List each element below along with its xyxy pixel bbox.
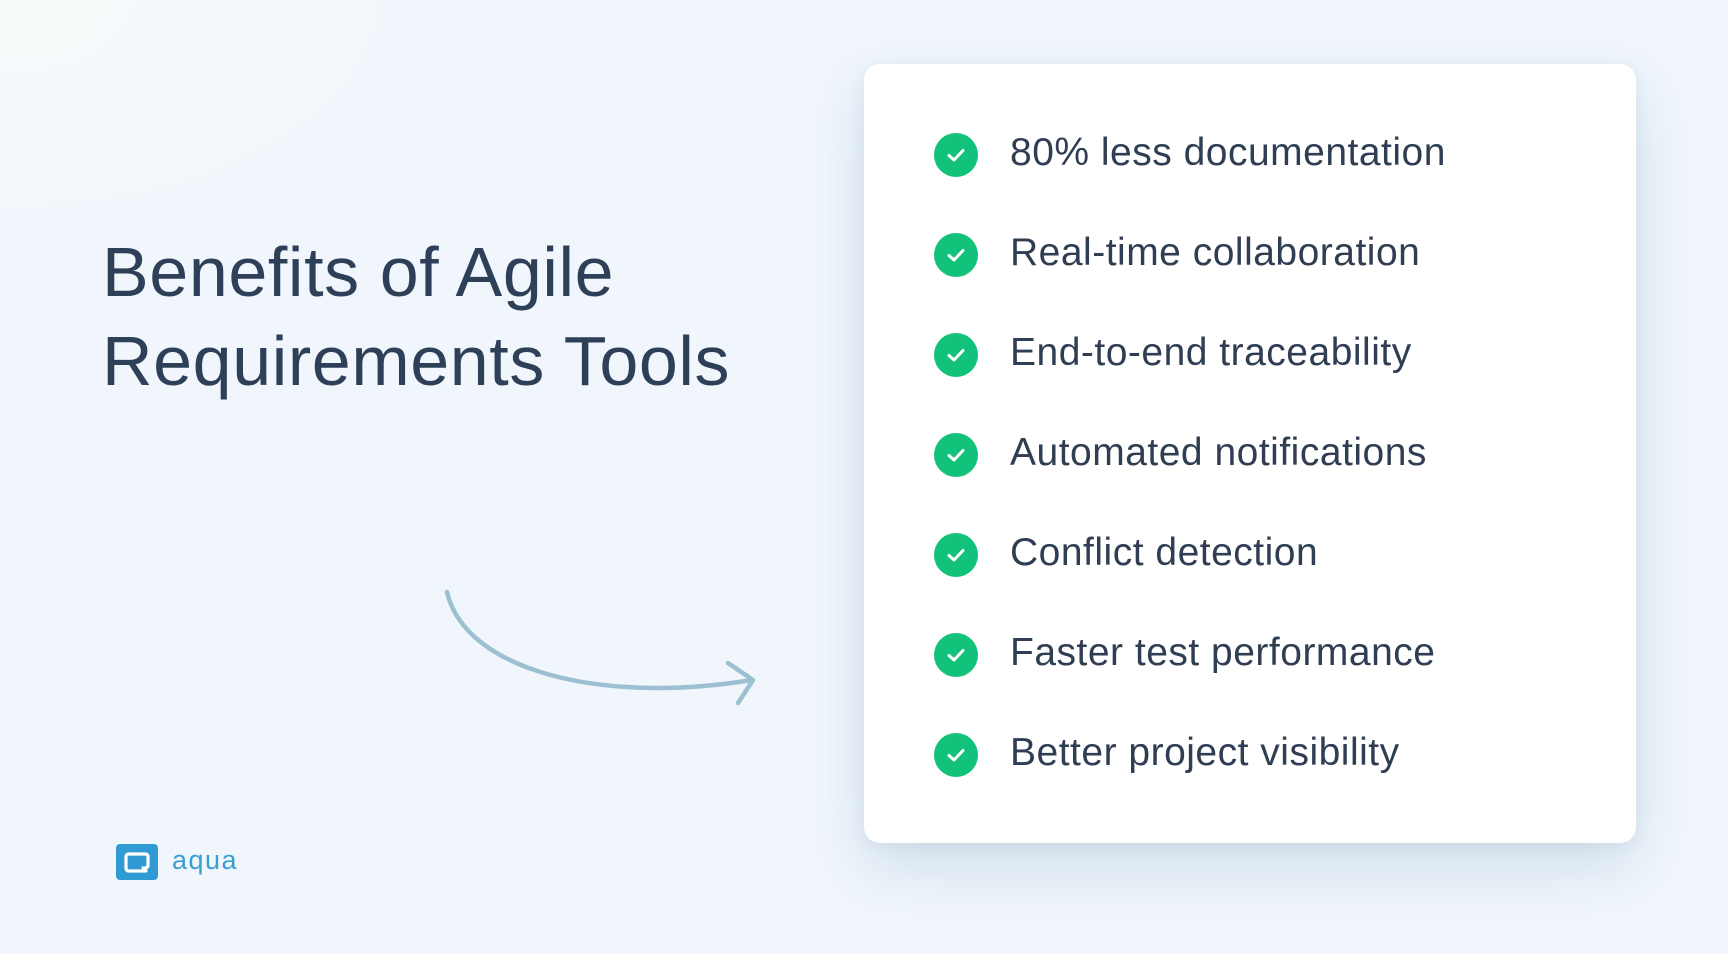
benefit-label: Faster test performance bbox=[1010, 631, 1436, 674]
check-circle-icon bbox=[934, 133, 978, 177]
check-circle-icon bbox=[934, 733, 978, 777]
page-title: Benefits of Agile Requirements Tools bbox=[102, 228, 822, 406]
benefit-label: 80% less documentation bbox=[1010, 131, 1446, 174]
aqua-logo-text: aqua bbox=[172, 845, 239, 875]
page-title-line-2: Requirements Tools bbox=[102, 322, 731, 400]
benefit-item: Faster test performance bbox=[934, 631, 1436, 677]
benefits-card: 80% less documentation Real-time collabo… bbox=[864, 64, 1636, 843]
curved-arrow-icon bbox=[444, 589, 756, 706]
benefit-item: Real-time collaboration bbox=[934, 231, 1421, 277]
check-circle-icon bbox=[934, 333, 978, 377]
benefit-label: End-to-end traceability bbox=[1010, 331, 1412, 374]
benefit-item: End-to-end traceability bbox=[934, 331, 1412, 377]
aqua-logo-mark-icon bbox=[116, 844, 158, 880]
benefit-item: 80% less documentation bbox=[934, 131, 1446, 177]
benefit-label: Real-time collaboration bbox=[1010, 231, 1421, 274]
check-circle-icon bbox=[934, 533, 978, 577]
page-title-line-1: Benefits of Agile bbox=[102, 233, 615, 311]
check-circle-icon bbox=[934, 233, 978, 277]
benefit-label: Better project visibility bbox=[1010, 731, 1400, 774]
aqua-logo: aqua bbox=[116, 844, 238, 880]
check-circle-icon bbox=[934, 633, 978, 677]
benefit-item: Automated notifications bbox=[934, 431, 1427, 477]
benefit-item: Conflict detection bbox=[934, 531, 1319, 577]
benefit-label: Conflict detection bbox=[1010, 531, 1319, 574]
check-circle-icon bbox=[934, 433, 978, 477]
benefit-label: Automated notifications bbox=[1010, 431, 1427, 474]
benefit-item: Better project visibility bbox=[934, 731, 1400, 777]
